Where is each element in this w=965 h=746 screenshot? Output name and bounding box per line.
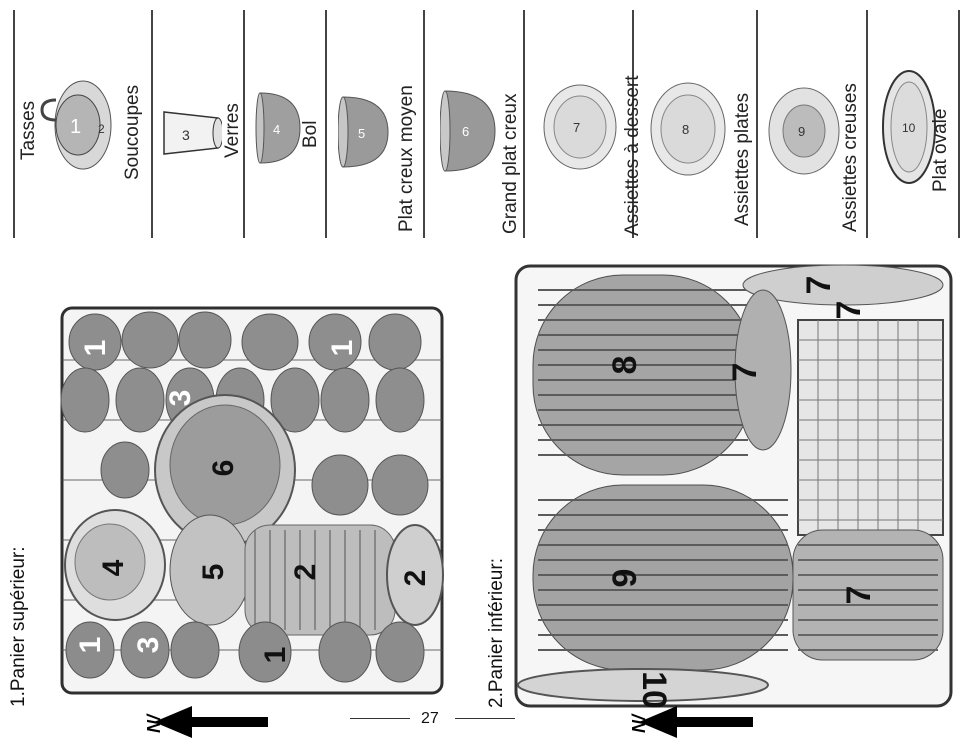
legend-separator — [632, 10, 634, 238]
soup-plate-icon: 9 — [768, 87, 840, 175]
flat-plate-icon: 8 — [650, 82, 726, 176]
large-deep-dish-icon: 6 — [440, 90, 496, 172]
svg-text:2: 2 — [98, 122, 105, 136]
legend-separator — [958, 10, 960, 238]
svg-text:1: 1 — [74, 637, 107, 654]
svg-text:7: 7 — [840, 586, 878, 605]
svg-text:7: 7 — [800, 276, 838, 295]
legend-label-dessert-plates: Assiettes à dessert — [622, 75, 643, 236]
svg-text:2: 2 — [399, 570, 432, 587]
svg-text:4: 4 — [273, 122, 280, 137]
svg-text:9: 9 — [798, 124, 805, 139]
svg-text:5: 5 — [358, 126, 365, 141]
svg-text:7: 7 — [830, 301, 868, 320]
svg-text:1: 1 — [70, 116, 81, 138]
svg-text:5: 5 — [197, 564, 230, 581]
svg-text:1: 1 — [326, 340, 359, 357]
legend-label-glasses: Verres — [222, 103, 243, 158]
legend-separator — [866, 10, 868, 238]
arrow-left-icon: N/ — [144, 706, 268, 738]
upper-basket-title: 1.Panier supérieur: — [8, 546, 29, 707]
svg-text:1: 1 — [259, 647, 292, 664]
dessert-plate-icon: 7 — [543, 84, 617, 170]
oval-platter-icon: 10 — [882, 70, 936, 184]
svg-text:N/: N/ — [144, 713, 164, 733]
upper-basket-diagram: 1 1 1 3 3 4 5 6 2 2 1 — [60, 306, 444, 695]
svg-text:3: 3 — [132, 637, 165, 654]
svg-text:8: 8 — [606, 356, 644, 375]
legend-separator — [756, 10, 758, 238]
svg-text:10: 10 — [902, 121, 916, 135]
bowl-icon: 4 — [255, 92, 301, 164]
svg-text:9: 9 — [606, 569, 644, 588]
legend-label-bowl: Bol — [300, 120, 321, 148]
svg-text:8: 8 — [682, 122, 689, 137]
svg-text:N/: N/ — [629, 713, 649, 733]
footer-rule — [455, 718, 515, 719]
svg-text:6: 6 — [207, 460, 240, 477]
svg-text:6: 6 — [462, 124, 469, 139]
legend-separator — [423, 10, 425, 238]
arrow-left-icon: N/ — [629, 706, 753, 738]
svg-text:1: 1 — [79, 340, 112, 357]
glass-icon: 3 — [163, 111, 222, 155]
legend-label-soup-plates: Assiettes creuses — [840, 83, 861, 232]
svg-text:7: 7 — [726, 363, 764, 382]
legend-label-flat-plates: Assiettes plates — [732, 92, 753, 226]
svg-text:7: 7 — [573, 120, 580, 135]
legend-separator — [523, 10, 525, 238]
page-number: 27 — [421, 710, 439, 727]
legend-separator — [325, 10, 327, 238]
lower-basket-title: 2.Panier inférieur: — [486, 558, 507, 708]
svg-text:2: 2 — [289, 564, 322, 581]
medium-deep-dish-icon: 5 — [338, 96, 389, 168]
legend-label-saucers: Soucoupes — [122, 84, 143, 180]
svg-text:3: 3 — [182, 127, 190, 143]
footer-rule — [350, 718, 410, 719]
svg-text:10: 10 — [635, 671, 673, 709]
legend-separator — [13, 10, 15, 238]
cup-saucer-icon: 1 2 — [40, 80, 112, 170]
svg-text:3: 3 — [164, 390, 197, 407]
svg-text:4: 4 — [97, 559, 130, 576]
lower-basket-diagram: 8 9 7 7 7 7 10 — [514, 264, 953, 709]
legend-label-cups: Tasses — [18, 100, 39, 160]
legend-separator — [151, 10, 153, 238]
legend-separator — [243, 10, 245, 238]
legend-label-oval-platter: Plat ovale — [930, 108, 951, 192]
legend-label-large-dish: Grand plat creux — [500, 93, 521, 234]
legend-label-medium-dish: Plat creux moyen — [396, 85, 417, 232]
